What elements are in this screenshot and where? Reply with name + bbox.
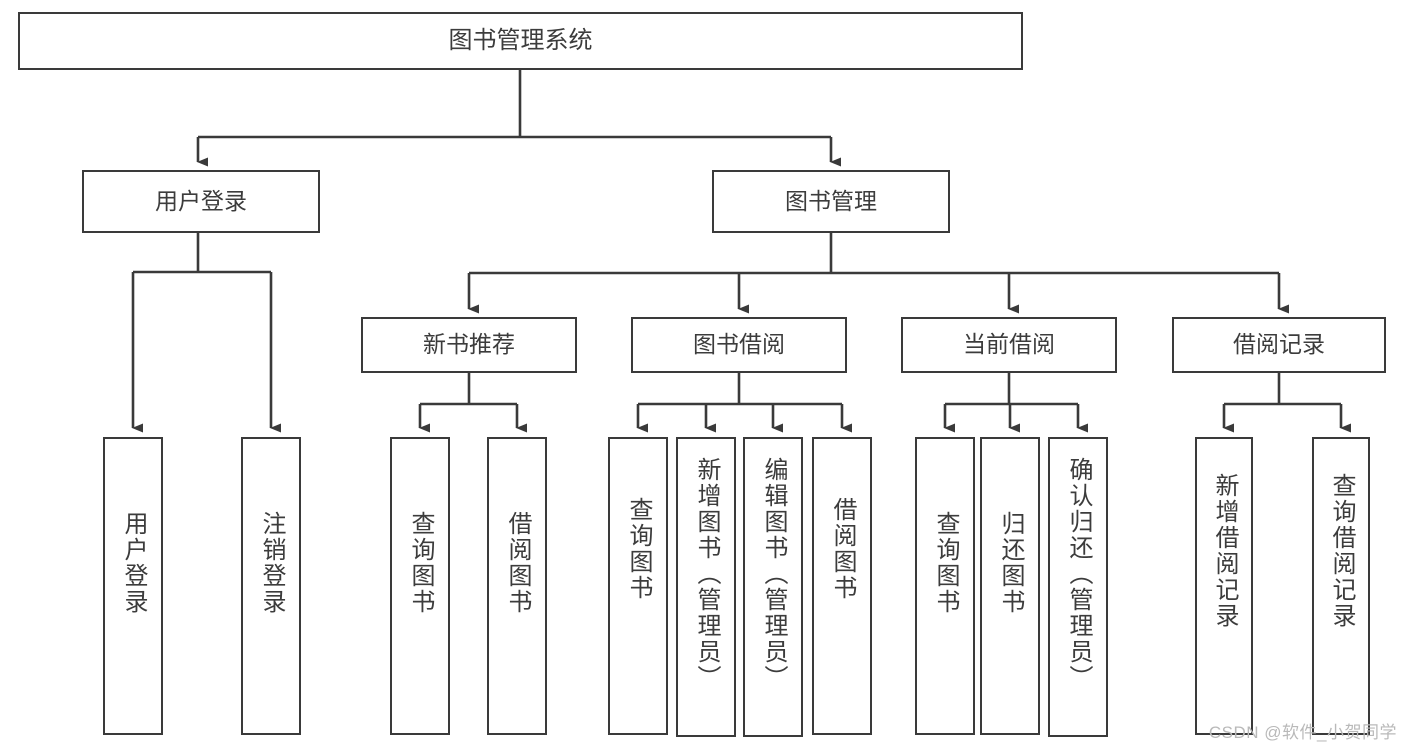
watermark-text: CSDN @软件_小贺同学 bbox=[1208, 723, 1397, 742]
node-leaf-query-book-recommend[interactable]: 查询图书 bbox=[390, 437, 450, 735]
node-label: 查询图书 bbox=[407, 511, 434, 615]
node-leaf-query-book-borrow[interactable]: 查询图书 bbox=[608, 437, 668, 735]
node-label: 新书推荐 bbox=[423, 331, 515, 358]
node-label: 借阅记录 bbox=[1233, 331, 1325, 358]
node-leaf-add-borrow-record[interactable]: 新增借阅记录 bbox=[1195, 437, 1253, 735]
node-label: 新增图书（管理员） bbox=[693, 457, 720, 691]
node-label: 用户登录 bbox=[155, 187, 247, 214]
node-leaf-confirm-return[interactable]: 确认归还（管理员） bbox=[1048, 437, 1108, 737]
node-label: 借阅图书 bbox=[504, 511, 531, 615]
node-new-book-recommend[interactable]: 新书推荐 bbox=[361, 317, 577, 373]
node-current-borrow[interactable]: 当前借阅 bbox=[901, 317, 1117, 373]
node-label: 查询图书 bbox=[625, 497, 652, 601]
node-label: 借阅图书 bbox=[829, 497, 856, 601]
node-leaf-add-book[interactable]: 新增图书（管理员） bbox=[676, 437, 736, 737]
node-book-management[interactable]: 图书管理 bbox=[712, 170, 950, 233]
node-leaf-borrow-book-recommend[interactable]: 借阅图书 bbox=[487, 437, 547, 735]
node-leaf-edit-book[interactable]: 编辑图书（管理员） bbox=[743, 437, 803, 737]
node-label: 归还图书 bbox=[997, 511, 1024, 615]
node-label: 用户登录 bbox=[120, 511, 147, 615]
node-label: 图书管理 bbox=[785, 187, 877, 214]
node-label: 查询图书 bbox=[932, 511, 959, 615]
node-leaf-return-book[interactable]: 归还图书 bbox=[980, 437, 1040, 735]
node-leaf-query-borrow-record[interactable]: 查询借阅记录 bbox=[1312, 437, 1370, 735]
node-label: 编辑图书（管理员） bbox=[760, 457, 787, 691]
node-label: 新增借阅记录 bbox=[1211, 473, 1238, 629]
node-label: 当前借阅 bbox=[963, 331, 1055, 358]
node-leaf-user-logout[interactable]: 注销登录 bbox=[241, 437, 301, 735]
node-label: 图书借阅 bbox=[693, 331, 785, 358]
node-label: 注销登录 bbox=[258, 511, 285, 615]
node-user-login[interactable]: 用户登录 bbox=[82, 170, 320, 233]
node-label: 确认归还（管理员） bbox=[1065, 457, 1092, 691]
node-leaf-query-book-current[interactable]: 查询图书 bbox=[915, 437, 975, 735]
node-label: 图书管理系统 bbox=[448, 26, 593, 54]
node-root-book-management-system[interactable]: 图书管理系统 bbox=[18, 12, 1023, 70]
node-borrow-record[interactable]: 借阅记录 bbox=[1172, 317, 1386, 373]
node-leaf-borrow-book-borrow[interactable]: 借阅图书 bbox=[812, 437, 872, 735]
node-book-borrow[interactable]: 图书借阅 bbox=[631, 317, 847, 373]
node-leaf-user-login[interactable]: 用户登录 bbox=[103, 437, 163, 735]
node-label: 查询借阅记录 bbox=[1328, 473, 1355, 629]
